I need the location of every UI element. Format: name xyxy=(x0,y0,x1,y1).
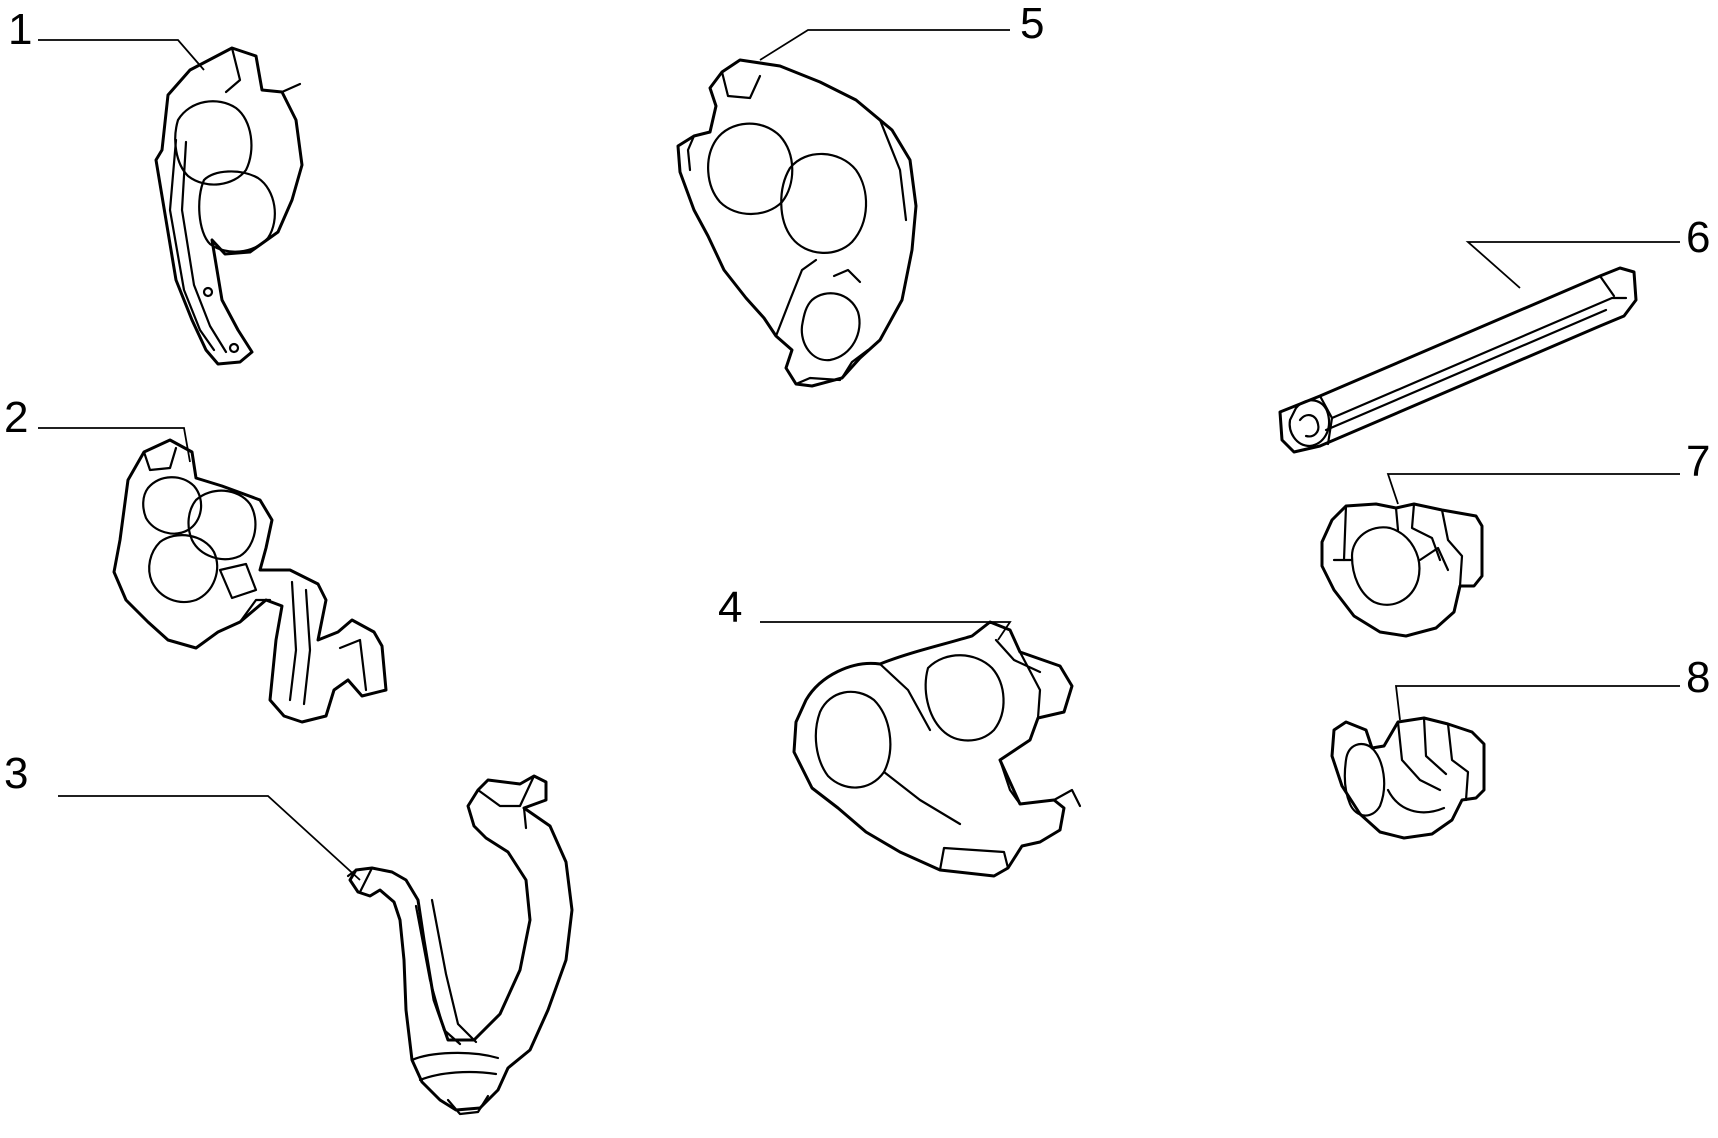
leader-line-6 xyxy=(1465,241,1680,289)
leader-line-3 xyxy=(58,795,361,881)
callout-1: 1 xyxy=(8,5,32,54)
callout-3: 3 xyxy=(4,749,28,798)
part-1-bracket-clip[interactable] xyxy=(154,46,304,366)
leader-line-8 xyxy=(1394,685,1680,721)
part-8-small-open-clip[interactable] xyxy=(1330,716,1486,840)
leader-line-7 xyxy=(1386,473,1680,505)
callout-6: 6 xyxy=(1686,213,1710,262)
callout-2: 2 xyxy=(4,393,28,442)
callout-5: 5 xyxy=(1020,0,1044,48)
callout-numbers: 1 2 3 4 5 6 7 8 xyxy=(4,0,1710,798)
part-7-small-clip[interactable] xyxy=(1320,502,1484,638)
leader-line-1 xyxy=(38,39,205,71)
callout-8: 8 xyxy=(1686,653,1710,702)
part-2-double-clip-bracket[interactable] xyxy=(112,438,388,724)
part-5-double-round-clip[interactable] xyxy=(676,58,918,388)
leader-lines xyxy=(38,29,1680,881)
leader-line-2 xyxy=(38,427,191,463)
callout-7: 7 xyxy=(1686,437,1710,486)
callout-4: 4 xyxy=(718,583,742,632)
part-3-u-holder[interactable] xyxy=(346,774,574,1116)
leader-line-5 xyxy=(759,29,1010,61)
part-6-channel-strip[interactable] xyxy=(1278,266,1638,454)
leader-line-4 xyxy=(760,621,1012,641)
part-4-double-open-clip[interactable] xyxy=(792,620,1082,878)
